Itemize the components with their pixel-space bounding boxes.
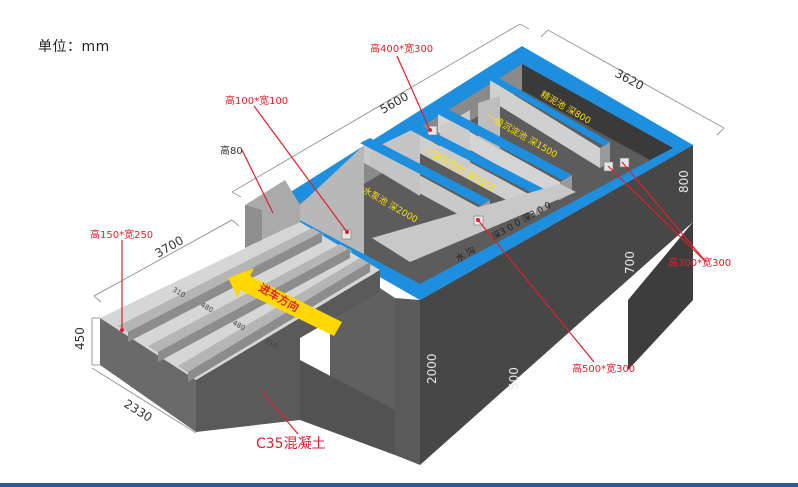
dim-height-low: 500 — [507, 367, 521, 390]
callout-400x300: 高400*宽300 — [370, 42, 433, 55]
callout-80: 高80 — [220, 144, 243, 157]
dim-ramp-width: 2330 — [121, 397, 154, 425]
dim-ramp-length: 3700 — [153, 233, 186, 260]
callout-300x300: 高300*宽300 — [668, 256, 731, 269]
tank-label-pump: 水泵池 深2000 — [361, 184, 421, 225]
groove-480-b: 480 — [231, 319, 247, 333]
material-label: C35混凝土 — [256, 436, 326, 452]
groove-480-a: 480 — [199, 301, 215, 315]
callout-500x300: 高500*宽300 — [572, 362, 635, 375]
dim-length-total: 5600 — [378, 89, 411, 116]
callout-100x100: 高100*宽100 — [225, 94, 288, 107]
channel-label: 水 沟 — [454, 244, 478, 265]
arrow-label: 进车方向 — [257, 280, 302, 314]
dim-height-front: 2000 — [425, 353, 439, 384]
dim-height-back: 800 — [677, 170, 691, 193]
unit-label: 单位：mm — [38, 39, 110, 55]
groove-310-b: 310 — [263, 337, 279, 351]
dim-ramp-height: 450 — [73, 327, 87, 350]
tank-label-secondary: 二级沉淀池 深1500 — [423, 144, 498, 194]
dimension-lines — [91, 23, 725, 434]
groove-310-a: 310 — [171, 286, 187, 300]
channel-depth-label: 深3 0 0 深3 0 0 — [490, 200, 553, 243]
bottom-border — [0, 483, 798, 487]
callout-150x250: 高150*宽250 — [90, 228, 153, 241]
tank-label-fine-mud: 精泥池 深800 — [539, 88, 594, 127]
dim-width-total: 3620 — [613, 66, 647, 93]
tank-label-primary: 一级沉淀池 深1500 — [485, 110, 560, 160]
dim-height-mid: 700 — [623, 251, 637, 274]
